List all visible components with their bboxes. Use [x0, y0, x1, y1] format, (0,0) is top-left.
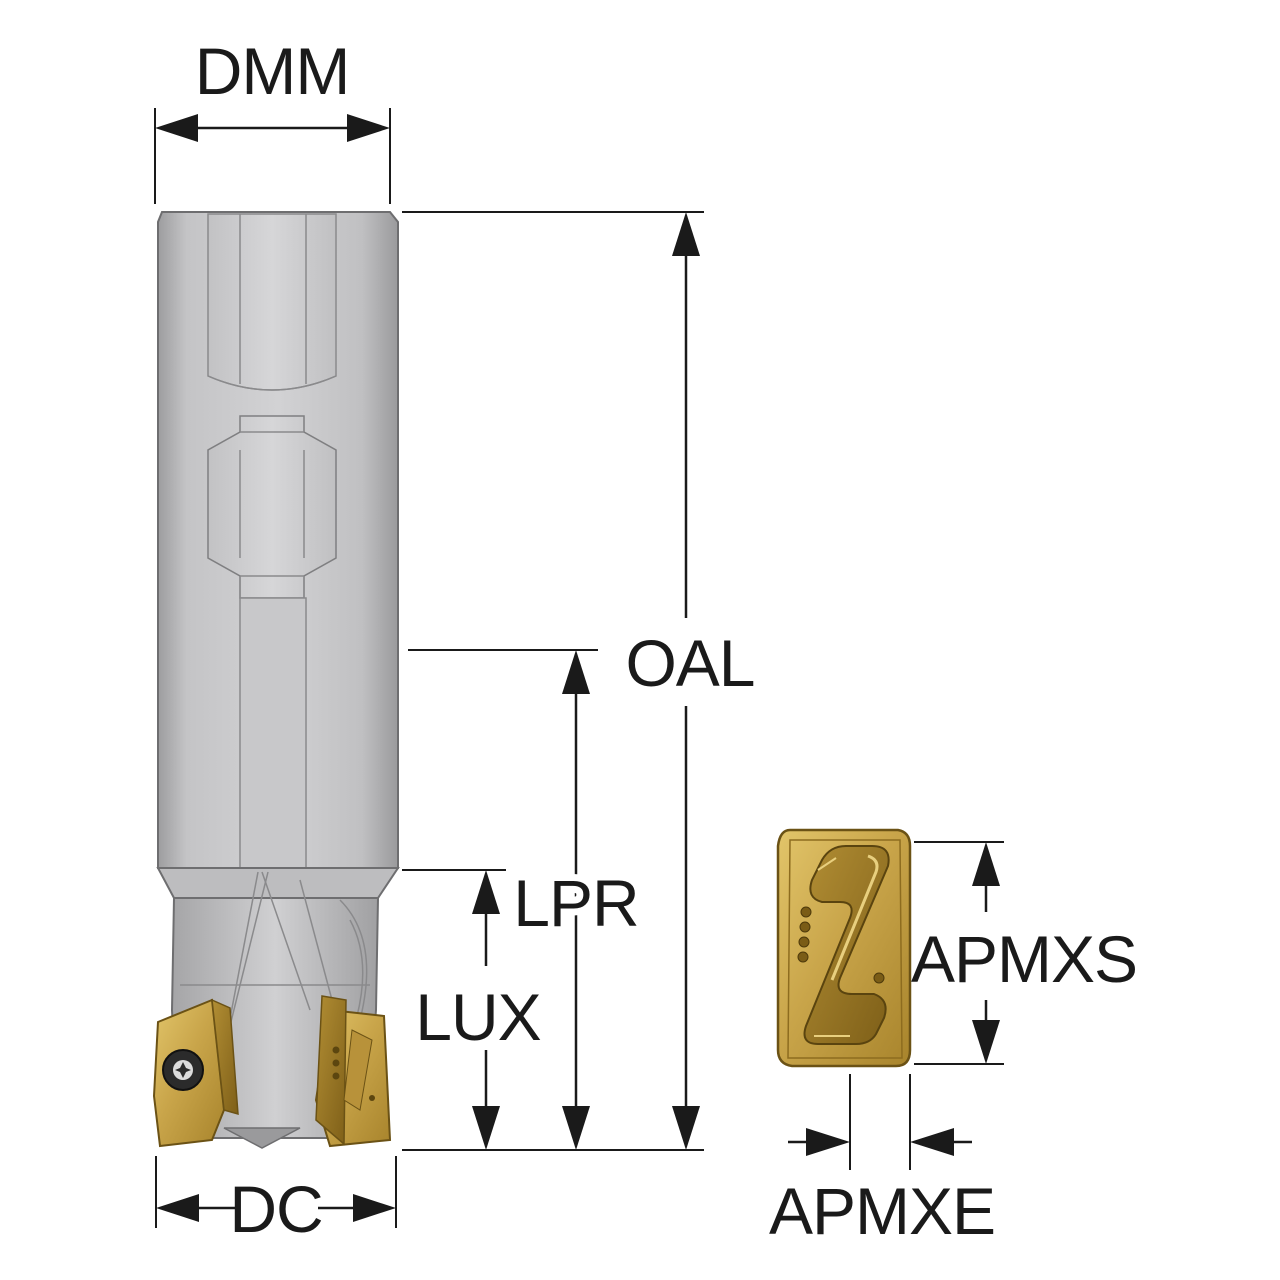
apmxs-dimension: APMXS	[911, 841, 1138, 1065]
shank-upper-flat	[207, 213, 337, 391]
left-insert	[152, 998, 239, 1148]
dc-dimension: DC	[155, 1156, 397, 1246]
lpr-dimension: LPR	[408, 649, 647, 1150]
end-mill-drawing	[152, 211, 400, 1149]
lux-label: LUX	[415, 980, 540, 1054]
dmm-label: DMM	[195, 34, 350, 108]
right-insert	[314, 995, 392, 1148]
apmxs-label: APMXS	[911, 922, 1137, 996]
apmxe-label: APMXE	[769, 1174, 995, 1248]
oal-label: OAL	[625, 626, 754, 700]
shank-lower-flat	[239, 597, 307, 869]
oal-dimension: OAL	[402, 211, 756, 1151]
apmxe-dimension: APMXE	[769, 1074, 996, 1248]
lux-dimension: LUX	[402, 869, 542, 1150]
dc-label: DC	[229, 1172, 322, 1246]
insert-drawing	[776, 828, 912, 1068]
dmm-dimension: DMM	[154, 34, 391, 204]
lpr-label: LPR	[513, 866, 638, 940]
tool-chamfer	[156, 867, 400, 899]
